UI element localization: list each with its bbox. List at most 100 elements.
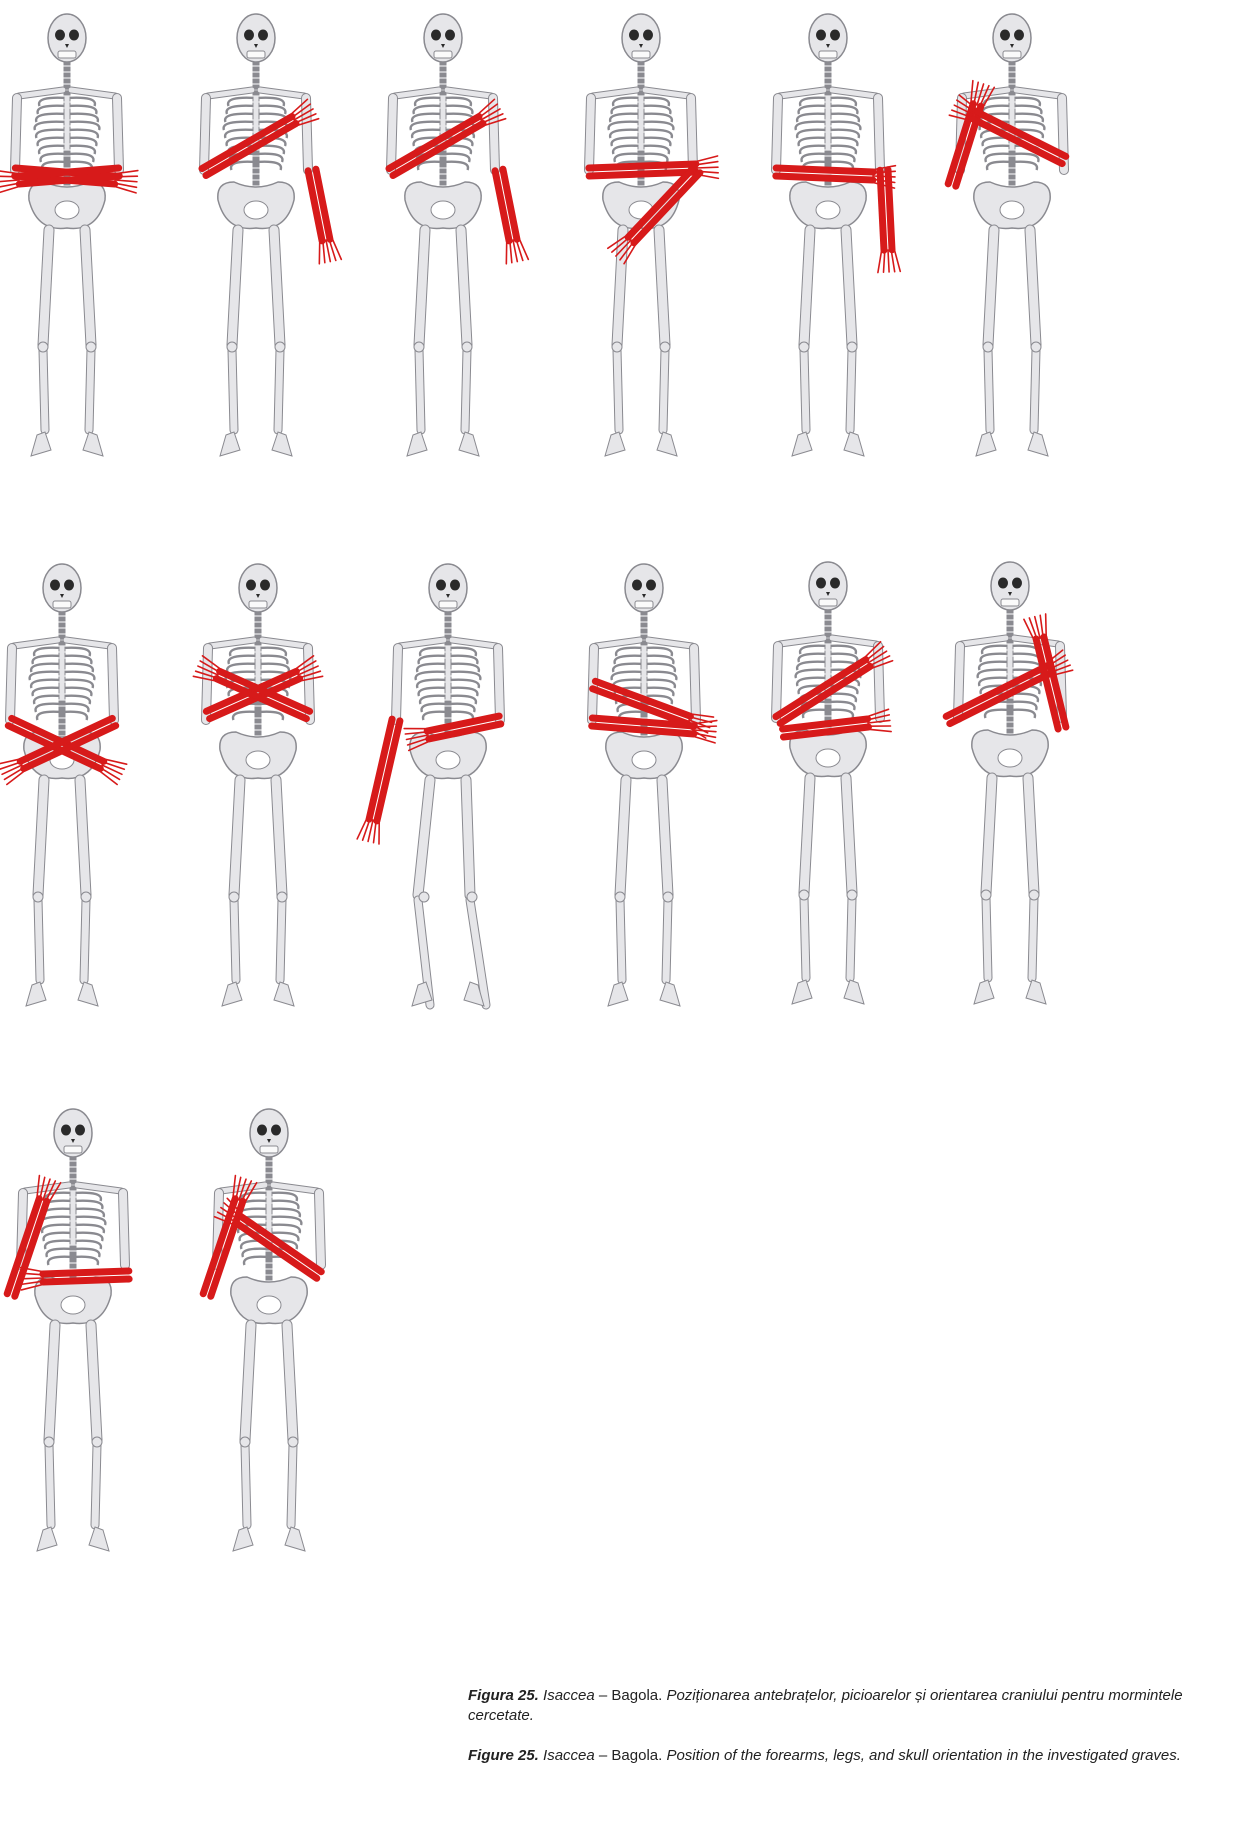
skull-eye: [646, 580, 656, 591]
forearm-left-finger: [1040, 615, 1043, 637]
foot-right: [974, 980, 994, 1004]
pelvic-inlet: [816, 201, 840, 219]
patella: [981, 890, 991, 900]
skeleton-panel: [592, 564, 717, 1006]
pelvic-inlet: [1000, 201, 1024, 219]
patella: [419, 892, 429, 902]
humerus-right-fill: [15, 98, 17, 170]
rib: [987, 162, 1012, 170]
foot-left: [1026, 980, 1046, 1004]
skull-eye: [55, 30, 65, 41]
femur-right-fill: [988, 230, 994, 345]
caption-ro-label: Figura 25.: [468, 1687, 539, 1704]
pelvic-inlet: [431, 201, 455, 219]
rib: [443, 162, 468, 170]
femur-right-fill: [418, 780, 430, 895]
skull-eye: [816, 30, 826, 41]
foot-left: [89, 1527, 109, 1551]
tibia-left-fill: [1034, 350, 1036, 430]
skull-eye: [431, 30, 441, 41]
tibia-left-fill: [84, 900, 86, 980]
patella: [86, 342, 96, 352]
forearm-left-finger: [0, 180, 19, 182]
humerus-left-fill: [691, 98, 693, 170]
clavicle-left-fill: [832, 638, 876, 644]
foot-right: [605, 432, 625, 456]
clavicle-right-fill: [962, 638, 1006, 644]
rib: [233, 712, 258, 720]
skeleton-panel: [203, 1109, 321, 1551]
clavicle-right-fill: [780, 638, 824, 644]
clavicle-left-fill: [260, 90, 304, 96]
femur-left-fill: [276, 780, 282, 895]
tibia-right-fill: [234, 900, 236, 980]
skull-eye: [246, 580, 256, 591]
skull-eye: [1000, 30, 1010, 41]
foot-left: [1028, 432, 1048, 456]
forearm-left-finger: [332, 239, 341, 260]
patella: [847, 890, 857, 900]
patella: [92, 1437, 102, 1447]
caption-en-site: Isaccea: [543, 1747, 595, 1764]
skull-teeth: [1003, 51, 1021, 58]
caption-en-text: Position of the forearms, legs, and skul…: [662, 1747, 1181, 1764]
caption-english: Figure 25. Isaccea – Bagola. Position of…: [468, 1746, 1238, 1766]
forearm-left-finger: [878, 250, 882, 272]
skull-eye: [257, 1125, 267, 1136]
foot-right: [976, 432, 996, 456]
clavicle-right-fill: [14, 640, 58, 646]
femur-right-fill: [804, 230, 810, 345]
skull-teeth: [819, 51, 837, 58]
foot-left: [657, 432, 677, 456]
skull-eye: [244, 30, 254, 41]
patella: [414, 342, 424, 352]
caption-en-label: Figure 25.: [468, 1747, 539, 1764]
patella: [38, 342, 48, 352]
patella: [277, 892, 287, 902]
pelvic-inlet: [244, 201, 268, 219]
femur-left-fill: [91, 1325, 97, 1440]
patella: [33, 892, 43, 902]
femur-right-fill: [232, 230, 238, 345]
foot-right: [222, 982, 242, 1006]
clavicle-right-fill: [593, 90, 637, 96]
humerus-right-fill: [10, 648, 12, 720]
skull-teeth: [819, 599, 837, 606]
femur-left-fill: [466, 780, 470, 895]
foot-left: [272, 432, 292, 456]
forearm-left-finger: [510, 241, 512, 263]
femur-right-fill: [234, 780, 240, 895]
foot-left: [274, 982, 294, 1006]
femur-right-fill: [419, 230, 425, 345]
patella: [615, 892, 625, 902]
skull-eye: [1014, 30, 1024, 41]
foot-left: [459, 432, 479, 456]
rib: [244, 1257, 269, 1265]
femur-left-fill: [846, 778, 852, 893]
skull-teeth: [249, 601, 267, 608]
humerus-left-fill: [493, 98, 495, 170]
patella: [663, 892, 673, 902]
clavicle-right-fill: [400, 640, 444, 646]
patella: [467, 892, 477, 902]
tibia-left-fill: [89, 350, 91, 430]
tibia-right-fill: [43, 350, 45, 430]
caption-en-dash: –: [595, 1747, 612, 1764]
humerus-left-fill: [112, 648, 114, 720]
clavicle-left-fill: [77, 1185, 121, 1191]
forearm-left-finger: [1046, 614, 1047, 637]
tibia-right-fill: [988, 350, 990, 430]
foot-left: [844, 980, 864, 1004]
femur-left-fill: [1028, 778, 1034, 893]
femur-left-fill: [461, 230, 467, 345]
caption-ro-dash: –: [595, 1687, 612, 1704]
femur-left-fill: [1030, 230, 1036, 345]
clavicle-right-fill: [780, 90, 824, 96]
foot-right: [31, 432, 51, 456]
skull-eye: [450, 580, 460, 591]
rib: [1010, 710, 1035, 718]
skull-teeth: [53, 601, 71, 608]
forearm-right-finger: [971, 81, 973, 103]
skull-teeth: [58, 51, 76, 58]
femur-left-fill: [85, 230, 91, 345]
